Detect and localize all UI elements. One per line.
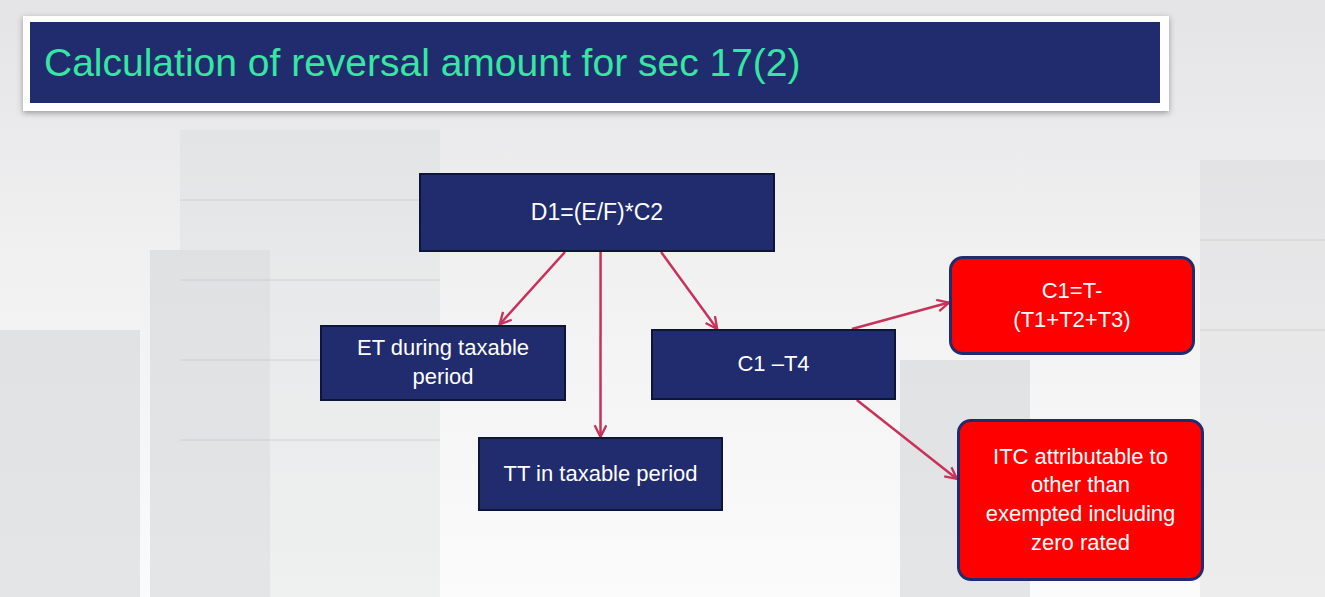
node-text: TT in taxable period bbox=[503, 460, 697, 489]
arrow-connector bbox=[500, 252, 565, 325]
title-text: Calculation of reversal amount for sec 1… bbox=[30, 41, 801, 85]
arrow-connector bbox=[599, 252, 602, 437]
node-text: ET during taxable period bbox=[343, 334, 543, 391]
building-line bbox=[180, 440, 440, 441]
node-text: D1=(E/F)*C2 bbox=[531, 198, 663, 228]
node-text: ITC attributable to other than exempted … bbox=[981, 443, 1181, 557]
arrow-connector bbox=[852, 303, 949, 329]
highlight-box: C1=T- (T1+T2+T3) bbox=[949, 256, 1195, 355]
process-box: TT in taxable period bbox=[478, 437, 723, 511]
process-box: C1 –T4 bbox=[651, 329, 896, 400]
building-line bbox=[180, 200, 440, 201]
node-text: C1 –T4 bbox=[737, 350, 809, 379]
arrow-connector bbox=[857, 400, 957, 479]
highlight-box: ITC attributable to other than exempted … bbox=[957, 419, 1204, 581]
building-line bbox=[180, 280, 440, 281]
process-box: ET during taxable period bbox=[320, 325, 566, 401]
building-line bbox=[1200, 240, 1325, 241]
building-line bbox=[1200, 330, 1325, 331]
formula-box: D1=(E/F)*C2 bbox=[419, 173, 775, 252]
title-frame: Calculation of reversal amount for sec 1… bbox=[23, 16, 1169, 111]
building-shape bbox=[1200, 160, 1325, 597]
title-band: Calculation of reversal amount for sec 1… bbox=[30, 22, 1160, 103]
node-text: C1=T- (T1+T2+T3) bbox=[1002, 277, 1142, 334]
building-shape bbox=[0, 330, 140, 597]
arrow-connector bbox=[661, 252, 717, 329]
